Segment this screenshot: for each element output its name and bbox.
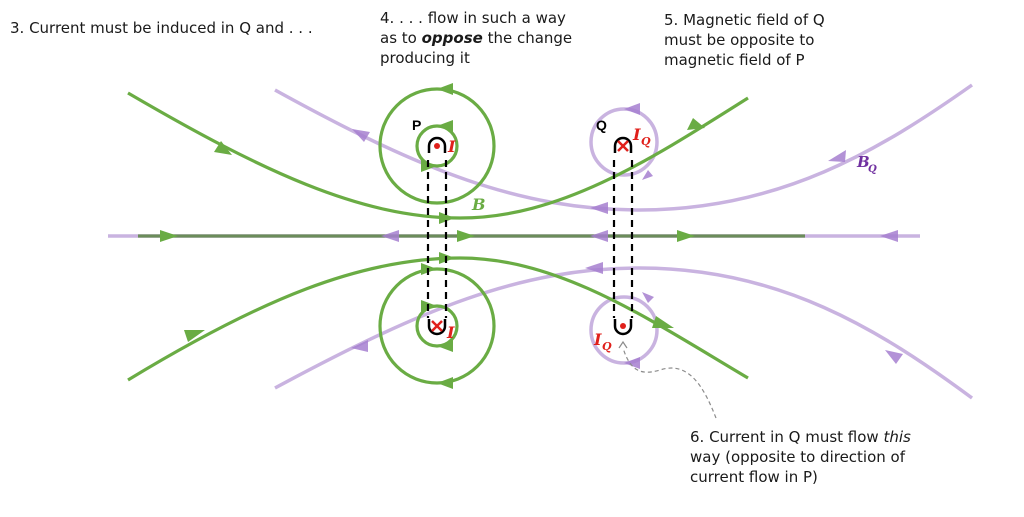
arrow-icon [352, 129, 370, 142]
conductor-p-top [427, 136, 447, 153]
annotation-step-6-line-2: way (opposite to direction of [690, 448, 906, 466]
annotation-step-5-line-2: must be opposite to [664, 31, 815, 49]
current-q-bottom-label: I Q [593, 330, 612, 353]
annotation-step-4: 4. . . . flow in such a way as to oppose… [380, 8, 600, 68]
field-bq-symbol: B [856, 153, 870, 171]
arrow-icon [624, 103, 640, 115]
coil-q-label: Q [596, 117, 607, 133]
field-bq-subscript: Q [868, 164, 877, 175]
current-q-subscript: Q [602, 340, 612, 353]
annotation-step-6-line-1: 6. Current in Q must flow this [690, 427, 950, 447]
arrow-icon [642, 170, 653, 180]
callout-arrow [618, 340, 717, 419]
arrow-icon [642, 292, 654, 303]
current-in-cross-icon [617, 140, 629, 152]
arrow-icon [437, 83, 453, 95]
field-bq-label: B Q [856, 153, 877, 175]
annotation-step-4-line-3: producing it [380, 49, 470, 67]
current-out-dot-icon [434, 143, 440, 149]
arrow-icon [885, 350, 903, 364]
arrow-icon [880, 230, 898, 242]
current-out-dot-icon [620, 323, 626, 329]
current-q-subscript: Q [641, 135, 651, 148]
arrow-icon [687, 118, 705, 130]
arrow-icon [457, 230, 475, 242]
coil-wires [426, 160, 634, 318]
arrow-icon [160, 230, 178, 242]
coil-p-label: P [412, 117, 421, 133]
current-in-cross-icon [431, 320, 443, 332]
conductor-p-bottom [427, 319, 447, 336]
arrow-icon [828, 150, 846, 162]
annotation-step-3: 3. Current must be induced in Q and . . … [10, 18, 313, 38]
arrow-icon [437, 377, 453, 389]
annotation-step-6: 6. Current in Q must flow this way (oppo… [690, 427, 950, 487]
annotation-step-5: 5. Magnetic field of Q must be opposite … [664, 10, 864, 70]
arrow-icon [624, 357, 640, 369]
emphasis-this: this [883, 428, 911, 446]
current-q-symbol: I [593, 330, 602, 349]
arrow-icon [585, 262, 603, 274]
current-q-symbol: I [632, 125, 641, 144]
arrow-icon [590, 230, 608, 242]
arrow-icon [439, 212, 455, 224]
emphasis-oppose: oppose [421, 29, 483, 47]
annotation-step-5-line-1: 5. Magnetic field of Q [664, 11, 825, 29]
annotation-step-6-line-3: current flow in P) [690, 468, 818, 486]
current-q-top-label: I Q [632, 125, 651, 148]
annotation-step-4-line-2: as to oppose the change [380, 28, 600, 48]
annotation-text: the change [482, 29, 573, 47]
arrow-icon [437, 120, 453, 132]
field-line-p-bottom [127, 256, 749, 382]
annotation-step-3-text: 3. Current must be induced in Q and . . … [10, 19, 313, 37]
arrow-icon [652, 316, 674, 328]
field-line-q-top [274, 83, 974, 212]
annotation-step-5-line-3: magnetic field of P [664, 51, 805, 69]
conductor-q-top [613, 136, 633, 153]
annotation-step-4-line-1: 4. . . . flow in such a way [380, 9, 566, 27]
arrow-icon [214, 141, 232, 155]
field-b-label: B [471, 195, 486, 214]
current-p-top-label: I [447, 137, 456, 156]
arrow-icon [590, 202, 608, 214]
arrow-icon [351, 340, 368, 352]
field-lines-q [108, 83, 974, 400]
field-arrows-q [351, 103, 903, 369]
arrow-icon [437, 340, 453, 352]
annotation-text: 6. Current in Q must flow [690, 428, 884, 446]
conductor-q-bottom [613, 319, 633, 336]
arrow-icon [677, 230, 695, 242]
arrow-icon [184, 330, 205, 342]
field-line-q-bottom [274, 266, 974, 400]
arrow-icon [381, 230, 399, 242]
field-line-p-top [127, 91, 749, 220]
annotation-text: as to [380, 29, 422, 47]
current-p-bottom-label: I [446, 323, 455, 342]
